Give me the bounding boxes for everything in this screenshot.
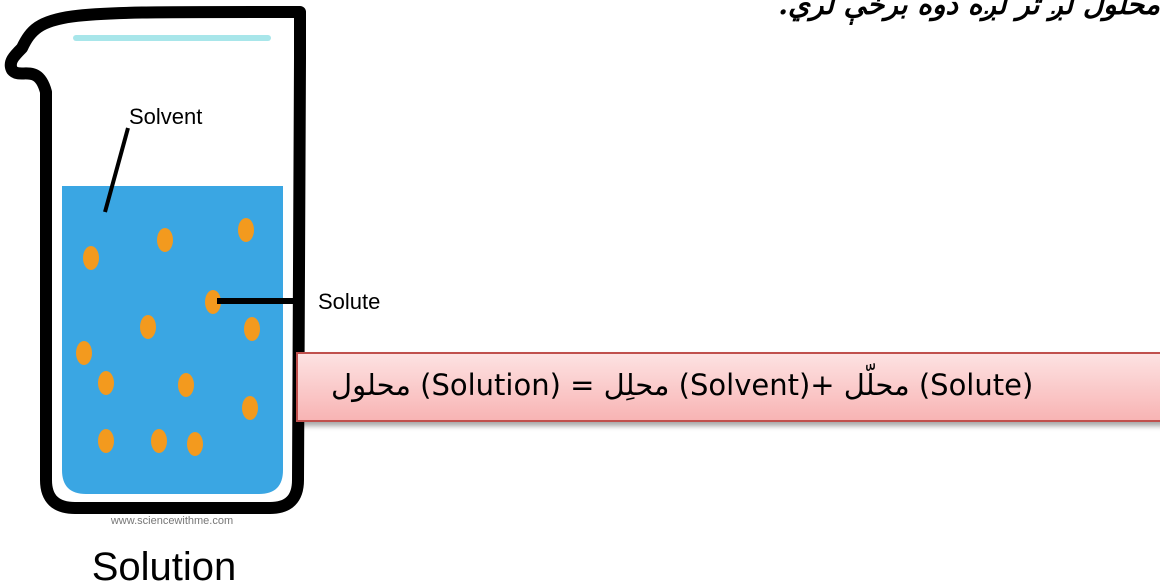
solute-particle [98,429,114,453]
solute-particle [140,315,156,339]
solute-particle [76,341,92,365]
solvent-pointer-line [103,127,130,213]
solute-particle [244,317,260,341]
solvent-label: Solvent [129,104,202,129]
diagram-caption: Solution [92,545,237,588]
solute-particle [242,396,258,420]
solute-particle [238,218,254,242]
solute-label: Solute [318,289,380,314]
equation-box: محلول (Solution) = محلِل (Solvent)+ محلّ… [296,352,1160,422]
solute-particle [151,429,167,453]
heading-text: محلول لږ تر لږه دوه برخې لري. [778,0,1160,21]
solute-particles [76,218,260,456]
solute-particle [83,246,99,270]
solute-particle [157,228,173,252]
equation-text: محلول (Solution) = محلِل (Solvent)+ محلّ… [331,368,1034,402]
solute-particle [205,290,221,314]
solvent-liquid [62,186,283,494]
solute-particle [178,373,194,397]
watermark-text: www.sciencewithme.com [110,515,233,527]
solute-particle [187,432,203,456]
solute-particle [98,371,114,395]
